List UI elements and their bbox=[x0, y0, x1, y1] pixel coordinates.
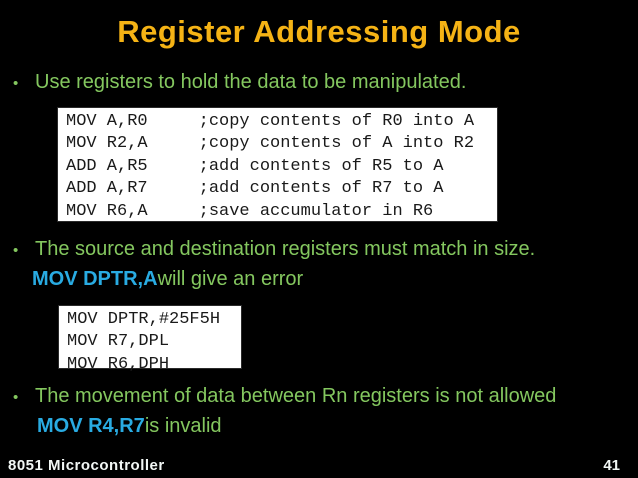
bullet-marker: • bbox=[13, 75, 19, 92]
bullet-marker: • bbox=[13, 242, 19, 259]
page-title: Register Addressing Mode bbox=[117, 14, 521, 49]
highlighted-instruction: MOV DPTR,A bbox=[32, 268, 158, 290]
bullet-item-2: • The source and destination registers m… bbox=[10, 235, 535, 293]
code-line: ADD A,R5 ;add contents of R5 to A bbox=[66, 156, 444, 176]
code-line: MOV R2,A ;copy contents of A into R2 bbox=[66, 134, 475, 154]
bullet-text: will give an error bbox=[157, 268, 304, 290]
code-line: ADD A,R7 ;add contents of R7 to A bbox=[66, 179, 444, 199]
code-block-dptr-example: MOV DPTR,#25F5H MOV R7,DPL MOV R6,DPH bbox=[58, 305, 242, 374]
code-line: MOV DPTR,#25F5H bbox=[67, 310, 221, 329]
bullet-item-3: • The movement of data between Rn regist… bbox=[10, 382, 556, 440]
code-block-register-examples: MOV A,R0 ;copy contents of R0 into A MOV… bbox=[57, 107, 498, 222]
bullet-text: Use registers to hold the data to be man… bbox=[35, 71, 467, 93]
page-number: 41 bbox=[603, 457, 620, 474]
bullet-item-1: • Use registers to hold the data to be m… bbox=[10, 68, 466, 98]
code-line: MOV A,R0 ;copy contents of R0 into A bbox=[66, 112, 475, 131]
bullet-text: is invalid bbox=[144, 415, 222, 437]
footer: 8051 Microcontroller 41 bbox=[0, 454, 638, 476]
bullet-text: The movement of data between Rn register… bbox=[35, 385, 557, 407]
footer-course-label: 8051 Microcontroller bbox=[8, 457, 165, 474]
highlighted-instruction: MOV R4,R7 bbox=[37, 415, 145, 437]
code-line: MOV R7,DPL bbox=[67, 332, 170, 352]
code-line: MOV R6,A ;save accumulator in R6 bbox=[66, 201, 434, 221]
bullet-text: The source and destination registers mus… bbox=[35, 238, 536, 260]
bullet-marker: • bbox=[13, 389, 19, 406]
code-line: MOV R6,DPH bbox=[67, 354, 170, 374]
